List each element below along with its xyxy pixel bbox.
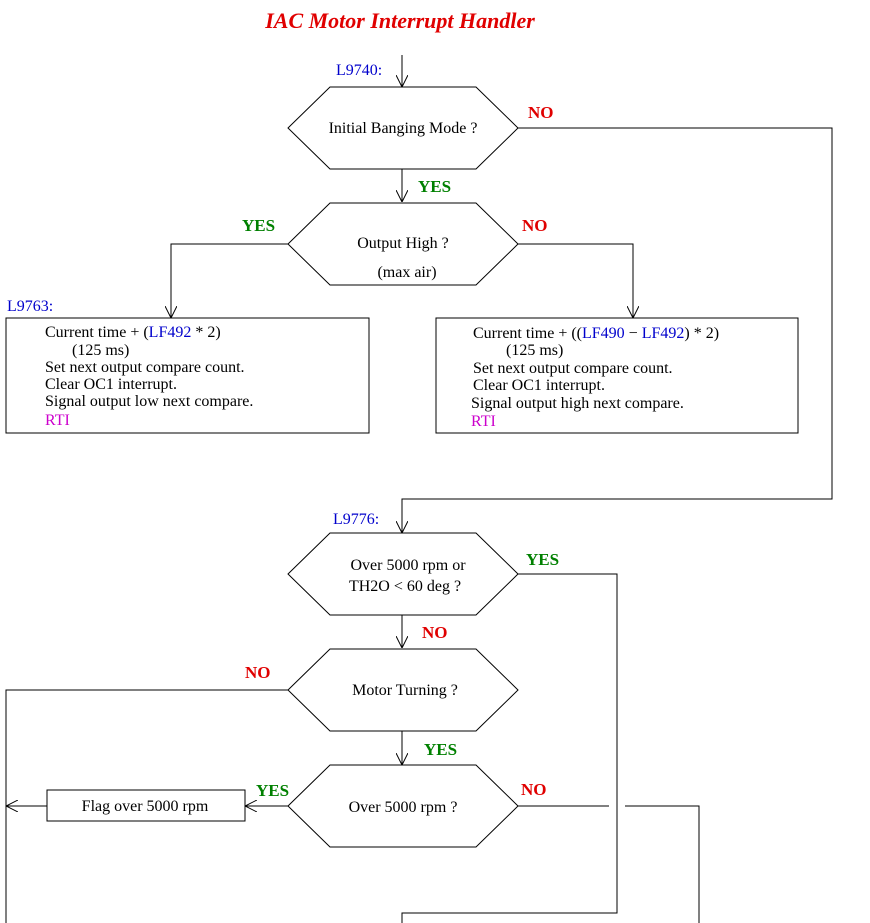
arrow-output-high-yes [171, 243, 288, 318]
decision-initial-banging-text: Initial Banging Mode ? [329, 120, 478, 137]
left-box-line-5: Signal output low next compare. [45, 393, 253, 410]
branch-no-output-high: NO [522, 216, 548, 235]
branch-yes-motor-turning: YES [424, 740, 457, 759]
decision-over5000-th2o-text-2: TH2O < 60 deg ? [349, 578, 461, 595]
decision-over5000-th2o [287, 532, 519, 616]
branch-yes-over5000: YES [256, 781, 289, 800]
decision-over5000-text: Over 5000 rpm ? [349, 799, 458, 816]
diagram-title: IAC Motor Interrupt Handler [264, 8, 535, 33]
branch-no-motor-turning: NO [245, 663, 271, 682]
arrow-over5000-th2o-yes [401, 573, 618, 923]
label-l9740: L9740: [336, 62, 382, 79]
decision-output-high-subtext: (max air) [377, 264, 436, 281]
left-box-line-3: Set next output compare count. [45, 359, 245, 376]
left-box-line-2: (125 ms) [72, 342, 129, 359]
branch-no-over5000-th2o: NO [422, 623, 448, 642]
branch-yes-output-high: YES [242, 216, 275, 235]
flag-box-text: Flag over 5000 rpm [82, 798, 209, 815]
right-box-line-3: Set next output compare count. [473, 360, 673, 377]
branch-no-over5000: NO [521, 780, 547, 799]
left-box-rti: RTI [45, 412, 70, 429]
decision-over5000-th2o-text-1: Over 5000 rpm or [350, 557, 466, 574]
decision-motor-turning [287, 648, 519, 732]
label-l9763: L9763: [7, 298, 53, 315]
branch-yes-over5000-th2o: YES [526, 550, 559, 569]
decision-motor-turning-text: Motor Turning ? [352, 682, 458, 699]
arrow-over5000-no-b [625, 805, 700, 923]
right-box-rti: RTI [471, 413, 496, 430]
process-box-output-low [5, 317, 370, 434]
left-box-line-4: Clear OC1 interrupt. [45, 376, 177, 393]
left-box-line-1: Current time + (LF492 * 2) [45, 324, 221, 341]
arrow-banging-no [402, 127, 833, 533]
arrow-output-high-no [518, 243, 633, 318]
branch-yes-initial-banging: YES [418, 177, 451, 196]
right-box-line-5: Signal output high next compare. [471, 395, 684, 412]
branch-no-initial-banging: NO [528, 103, 554, 122]
right-box-line-2: (125 ms) [506, 342, 563, 359]
right-box-line-4: Clear OC1 interrupt. [473, 377, 605, 394]
right-box-line-1: Current time + ((LF490 − LF492) * 2) [473, 325, 719, 342]
label-l9776: L9776: [333, 511, 379, 528]
arrow-motor-turning-no [5, 689, 288, 923]
process-box-output-high [435, 317, 799, 434]
decision-output-high-text: Output High ? [357, 235, 449, 252]
